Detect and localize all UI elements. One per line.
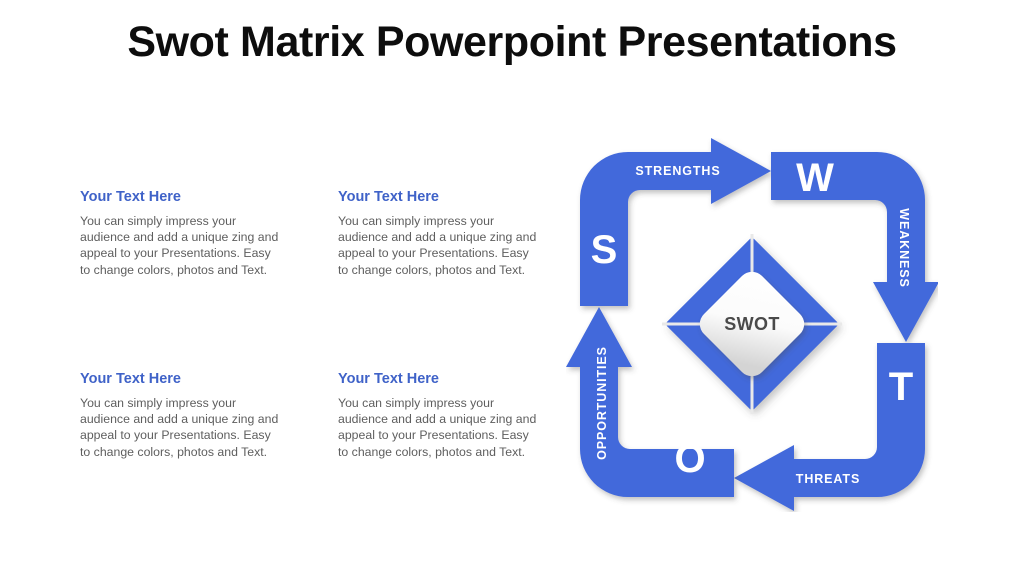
swot-label-strengths: STRENGTHS <box>635 164 720 178</box>
swot-arrow-strengths[interactable] <box>580 138 771 306</box>
swot-letter-t: T <box>889 365 913 409</box>
text-block-heading: Your Text Here <box>338 189 439 205</box>
swot-arrow-opportunities[interactable] <box>566 307 734 497</box>
text-block-opportunities: Your Text Here You can simply impress yo… <box>80 371 280 460</box>
swot-letter-o: O <box>674 437 705 481</box>
text-block-body: You can simply impress your audience and… <box>338 395 537 459</box>
text-block-heading: Your Text Here <box>80 189 181 205</box>
swot-label-weakness: WEAKNESS <box>897 208 911 287</box>
text-block-body: You can simply impress your audience and… <box>80 395 279 459</box>
text-block-strengths: Your Text Here You can simply impress yo… <box>80 189 280 278</box>
swot-letter-w: W <box>796 156 834 200</box>
text-block-body: You can simply impress your audience and… <box>80 213 279 277</box>
swot-center-badge <box>699 271 805 377</box>
swot-label-opportunities: OPPORTUNITIES <box>595 346 609 460</box>
text-block-heading: Your Text Here <box>80 371 181 387</box>
page-title: Swot Matrix Powerpoint Presentations <box>127 18 897 66</box>
text-block-body: You can simply impress your audience and… <box>338 213 537 277</box>
swot-letter-s: S <box>591 228 618 272</box>
swot-arrow-weakness[interactable] <box>771 152 938 342</box>
swot-cycle-diagram: S STRENGTHS W WEAKNESS T THREATS O OPPOR… <box>566 138 938 512</box>
swot-center-label: SWOT <box>724 314 780 334</box>
text-block-heading: Your Text Here <box>338 371 439 387</box>
swot-label-threats: THREATS <box>796 472 860 486</box>
swot-arrow-threats[interactable] <box>734 343 925 511</box>
text-block-weakness: Your Text Here You can simply impress yo… <box>338 189 538 278</box>
text-block-threats: Your Text Here You can simply impress yo… <box>338 371 538 460</box>
